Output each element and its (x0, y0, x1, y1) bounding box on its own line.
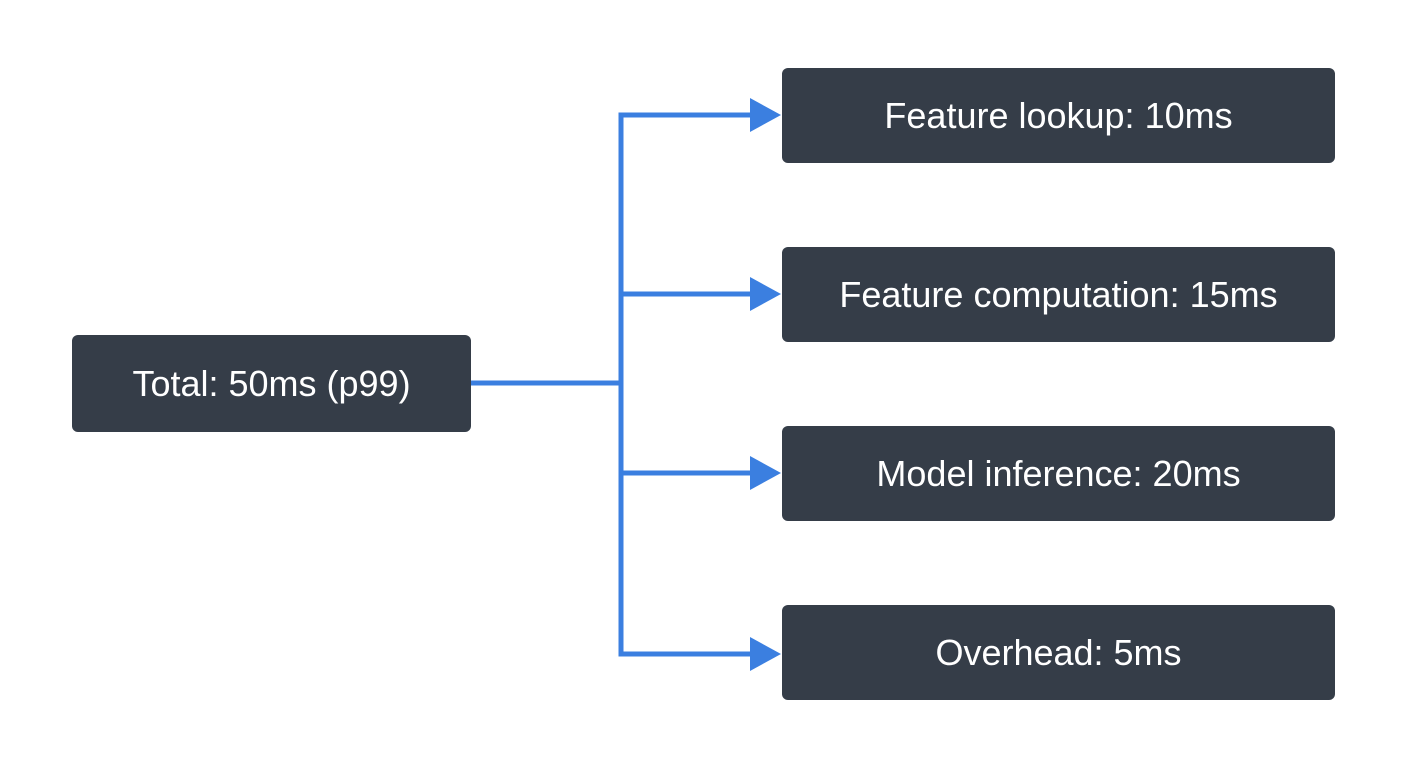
overhead-box: Overhead: 5ms (782, 605, 1335, 700)
feature-computation-label: Feature computation: 15ms (839, 273, 1278, 315)
model-inference-box: Model inference: 20ms (782, 426, 1335, 521)
feature-lookup-label: Feature lookup: 10ms (884, 94, 1233, 136)
model-inference-label: Model inference: 20ms (876, 452, 1241, 494)
total-latency-box: Total: 50ms (p99) (72, 335, 471, 432)
feature-lookup-box: Feature lookup: 10ms (782, 68, 1335, 163)
total-latency-label: Total: 50ms (p99) (132, 362, 411, 404)
arrowhead-2 (750, 277, 781, 311)
overhead-label: Overhead: 5ms (935, 631, 1182, 673)
arrowhead-3 (750, 456, 781, 490)
arrowhead-1 (750, 98, 781, 132)
feature-computation-box: Feature computation: 15ms (782, 247, 1335, 342)
arrowhead-4 (750, 637, 781, 671)
